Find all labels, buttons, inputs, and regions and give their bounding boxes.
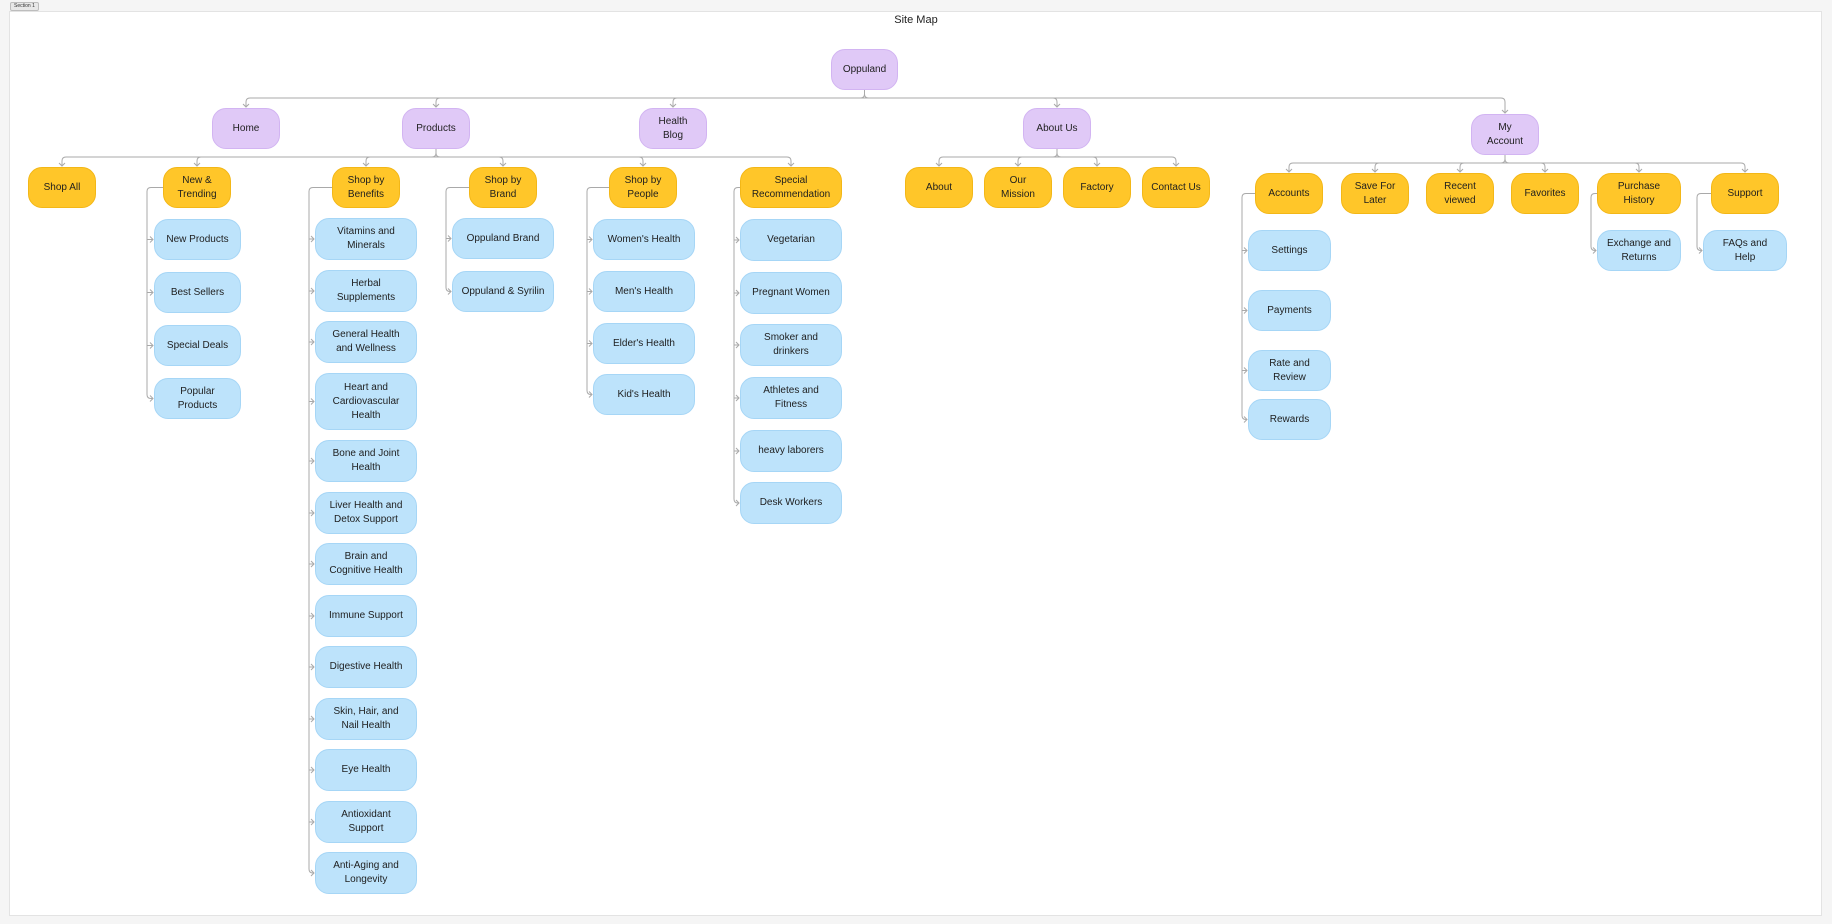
node-immune-support[interactable]: Immune Support (315, 595, 417, 637)
node-save-for-later[interactable]: Save For Later (1341, 173, 1409, 214)
node-brain-health[interactable]: Brain and Cognitive Health (315, 543, 417, 585)
node-bone-joint-health[interactable]: Bone and Joint Health (315, 440, 417, 482)
node-special-recommendation[interactable]: Special Recommendation (740, 167, 842, 208)
node-vegetarian[interactable]: Vegetarian (740, 219, 842, 261)
node-recent-viewed[interactable]: Recent viewed (1426, 173, 1494, 214)
node-anti-aging[interactable]: Anti-Aging and Longevity (315, 852, 417, 894)
section-label: Section 1 (10, 2, 39, 11)
node-about[interactable]: About (905, 167, 973, 208)
node-liver-detox[interactable]: Liver Health and Detox Support (315, 492, 417, 534)
node-best-sellers[interactable]: Best Sellers (154, 272, 241, 313)
node-our-mission[interactable]: Our Mission (984, 167, 1052, 208)
node-kids-health[interactable]: Kid's Health (593, 374, 695, 415)
node-herbal-supplements[interactable]: Herbal Supplements (315, 270, 417, 312)
node-support[interactable]: Support (1711, 173, 1779, 214)
node-digestive-health[interactable]: Digestive Health (315, 646, 417, 688)
node-desk-workers[interactable]: Desk Workers (740, 482, 842, 524)
node-home[interactable]: Home (212, 108, 280, 149)
node-shop-all[interactable]: Shop All (28, 167, 96, 208)
node-popular-products[interactable]: Popular Products (154, 378, 241, 419)
node-special-deals[interactable]: Special Deals (154, 325, 241, 366)
node-shop-by-brand[interactable]: Shop by Brand (469, 167, 537, 208)
node-contact-us[interactable]: Contact Us (1142, 167, 1210, 208)
node-accounts[interactable]: Accounts (1255, 173, 1323, 214)
node-antioxidant-support[interactable]: Antioxidant Support (315, 801, 417, 843)
node-new-trending[interactable]: New & Trending (163, 167, 231, 208)
node-elders-health[interactable]: Elder's Health (593, 323, 695, 364)
node-my-account[interactable]: My Account (1471, 114, 1539, 155)
diagram-title: Site Map (894, 14, 938, 26)
canvas-frame (9, 11, 1822, 916)
node-favorites[interactable]: Favorites (1511, 173, 1579, 214)
node-health-blog[interactable]: Health Blog (639, 108, 707, 149)
node-rewards[interactable]: Rewards (1248, 399, 1331, 440)
node-purchase-history[interactable]: Purchase History (1597, 173, 1681, 214)
node-settings[interactable]: Settings (1248, 230, 1331, 271)
node-mens-health[interactable]: Men's Health (593, 271, 695, 312)
node-pregnant-women[interactable]: Pregnant Women (740, 272, 842, 314)
node-oppuland[interactable]: Oppuland (831, 49, 898, 90)
node-vitamins-minerals[interactable]: Vitamins and Minerals (315, 218, 417, 260)
node-oppuland-brand[interactable]: Oppuland Brand (452, 218, 554, 259)
node-payments[interactable]: Payments (1248, 290, 1331, 331)
node-smoker-drinkers[interactable]: Smoker and drinkers (740, 324, 842, 366)
node-eye-health[interactable]: Eye Health (315, 749, 417, 791)
node-general-health[interactable]: General Health and Wellness (315, 321, 417, 363)
node-skin-hair-nail[interactable]: Skin, Hair, and Nail Health (315, 698, 417, 740)
node-womens-health[interactable]: Women's Health (593, 219, 695, 260)
node-heavy-laborers[interactable]: heavy laborers (740, 430, 842, 472)
node-about-us[interactable]: About Us (1023, 108, 1091, 149)
node-factory[interactable]: Factory (1063, 167, 1131, 208)
node-oppuland-syrilin[interactable]: Oppuland & Syrilin (452, 271, 554, 312)
node-shop-by-benefits[interactable]: Shop by Benefits (332, 167, 400, 208)
node-athletes-fitness[interactable]: Athletes and Fitness (740, 377, 842, 419)
node-products[interactable]: Products (402, 108, 470, 149)
node-rate-review[interactable]: Rate and Review (1248, 350, 1331, 391)
node-faqs-help[interactable]: FAQs and Help (1703, 230, 1787, 271)
node-exchange-returns[interactable]: Exchange and Returns (1597, 230, 1681, 271)
node-heart-health[interactable]: Heart and Cardiovascular Health (315, 373, 417, 430)
node-new-products[interactable]: New Products (154, 219, 241, 260)
node-shop-by-people[interactable]: Shop by People (609, 167, 677, 208)
